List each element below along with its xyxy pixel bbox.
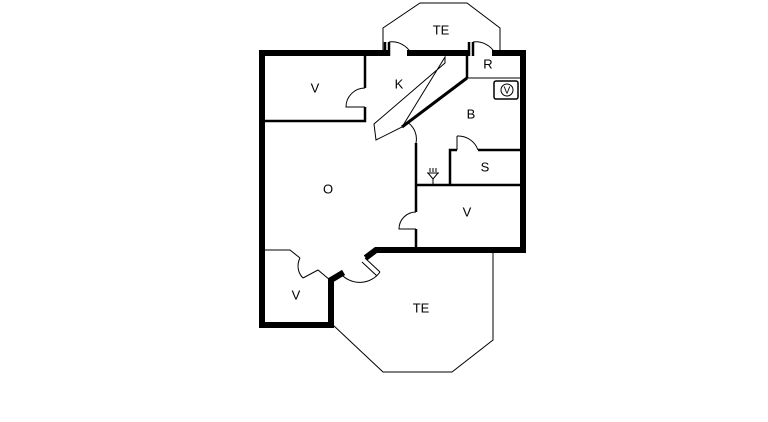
room-label-terrace-bottom: TE bbox=[413, 300, 430, 315]
interior-walls bbox=[263, 55, 523, 281]
terrace-top-outline bbox=[382, 2, 501, 53]
room-label-living: O bbox=[323, 181, 333, 196]
room-label-storage-bottom-left: V bbox=[292, 287, 301, 302]
room-label-sauna: S bbox=[481, 159, 490, 174]
terrace-bottom-outline bbox=[332, 252, 494, 373]
washing-machine-icon: V bbox=[493, 80, 519, 100]
exterior-walls bbox=[259, 42, 526, 328]
room-label-bathroom: B bbox=[467, 106, 476, 121]
room-label-terrace-top: TE bbox=[433, 22, 450, 37]
room-label-storage-right: V bbox=[463, 204, 472, 219]
room-label-kitchen: K bbox=[395, 76, 404, 91]
room-label-r: R bbox=[483, 56, 492, 71]
floor-drain-icon bbox=[427, 168, 439, 184]
washing-machine-label: V bbox=[504, 86, 511, 97]
door-swings bbox=[297, 41, 496, 283]
room-label-storage-top-left: V bbox=[311, 80, 320, 95]
